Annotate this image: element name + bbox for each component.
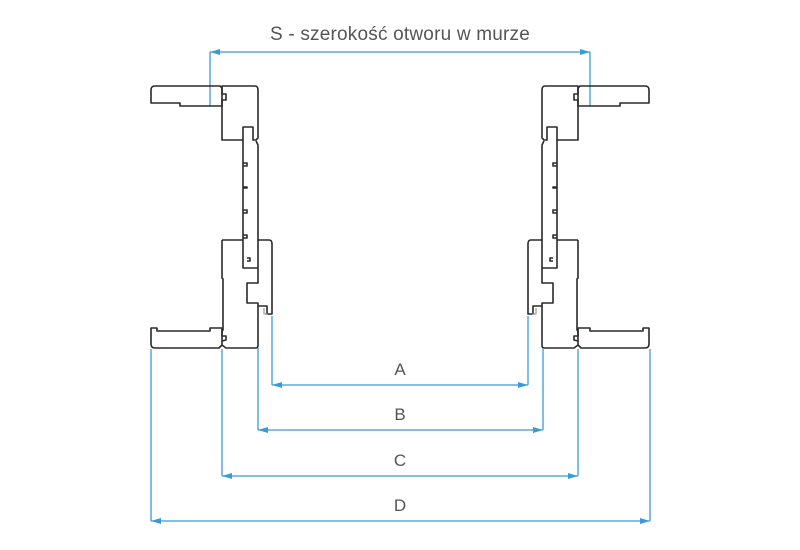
wall-opening-title: S - szerokość otworu w murze <box>269 24 531 45</box>
dimension-b-label: B <box>394 405 406 424</box>
right-frame-profile <box>527 85 650 349</box>
dimension-c-label: C <box>393 451 407 470</box>
right-bottom-frame-block <box>527 239 578 315</box>
dimension-lines <box>150 316 651 524</box>
dimension-d-line <box>150 349 651 524</box>
left-bottom-casing <box>150 327 223 349</box>
left-top-frame-block <box>221 85 259 141</box>
left-bottom-frame-block <box>222 239 273 315</box>
left-frame-profile <box>150 85 273 349</box>
wall-opening-dimension <box>209 49 591 106</box>
dimension-b-line <box>257 348 544 433</box>
right-top-casing <box>577 85 650 107</box>
right-jamb-strip <box>541 140 558 269</box>
dimension-c-line <box>221 349 579 479</box>
left-jamb-strip <box>242 140 259 269</box>
dimension-a-line <box>271 316 529 388</box>
dimension-d-label: D <box>393 496 407 515</box>
right-bottom-casing <box>577 327 650 349</box>
dimension-a-label: A <box>394 360 406 379</box>
left-top-casing <box>150 85 223 107</box>
right-top-frame-block <box>541 85 579 141</box>
